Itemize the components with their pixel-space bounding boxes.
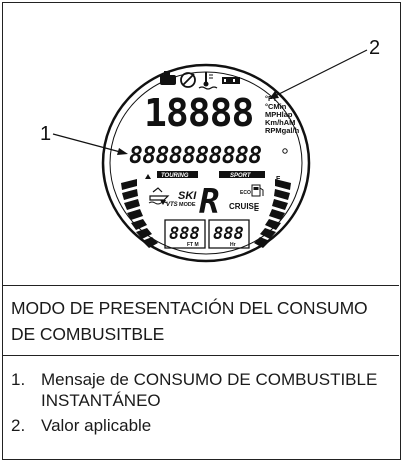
temperature-icon xyxy=(198,72,218,90)
fuel-empty-label: E xyxy=(254,206,259,213)
mode-touring: TOURING xyxy=(161,173,189,179)
callout-1-arrowhead xyxy=(117,148,128,155)
gauge-illustration: 18888 °FT °CMin MPHlap Km/hAM RPMgal/h 8… xyxy=(40,37,380,263)
unit-kmh: Km/hAM xyxy=(265,118,295,127)
main-digits: 18888 xyxy=(144,91,253,135)
vts-label: VTS xyxy=(166,202,178,208)
callout-1-leader xyxy=(52,133,125,154)
callout-2-arrowhead xyxy=(269,91,279,99)
left-bargraph xyxy=(121,179,158,248)
legend-list: 1. Mensaje de CONSUMO DE COMBUSTIBLE INS… xyxy=(3,363,399,440)
legend-text: Mensaje de CONSUMO DE COMBUSTIBLE INSTAN… xyxy=(41,370,378,410)
callout-2-number: 2 xyxy=(369,37,380,59)
mode-label: MODE xyxy=(179,202,196,208)
bottom-left-box xyxy=(164,219,206,249)
right-bargraph xyxy=(254,179,291,248)
degree-dot xyxy=(282,148,288,154)
gauge-figure: 18888 °FT °CMin MPHlap Km/hAM RPMgal/h 8… xyxy=(3,3,399,286)
up-arrow-icon xyxy=(145,174,151,179)
bottom-left-unit: FT M xyxy=(187,242,199,248)
eco-label: ECO xyxy=(240,190,251,196)
callout-1-number: 1 xyxy=(40,123,51,145)
fuel-pump-icon xyxy=(251,184,264,197)
gauge-bezel xyxy=(101,63,311,263)
sport-bar xyxy=(219,171,265,178)
legend-number: 2. xyxy=(11,416,26,435)
unit-mphlap: MPHlap xyxy=(265,110,293,119)
legend-text: Valor aplicable xyxy=(41,416,152,435)
ski-label: SKI xyxy=(178,190,197,202)
bottom-left-digits: 888 xyxy=(169,224,200,244)
legend-item: 2. Valor aplicable xyxy=(11,415,391,436)
callout-2-leader xyxy=(272,49,368,98)
legend-number: 1. xyxy=(11,370,26,389)
gear-char: R xyxy=(199,182,219,222)
no-key-icon xyxy=(180,72,196,88)
alpha-segments: 8888888888 xyxy=(129,143,261,169)
legend-item: 1. Mensaje de CONSUMO DE COMBUSTIBLE INS… xyxy=(11,369,391,411)
unit-cmin: °CMin xyxy=(265,102,287,111)
battery-icon xyxy=(222,77,240,84)
bottom-right-box xyxy=(208,219,250,249)
figure-caption: MODO DE PRESENTACIÓN DEL CONSUMO DE COMB… xyxy=(3,286,399,356)
unit-rpm: RPMgal/h xyxy=(265,126,300,135)
touring-bar xyxy=(157,171,198,178)
document-frame: 18888 °FT °CMin MPHlap Km/hAM RPMgal/h 8… xyxy=(2,2,401,460)
cruise-label: CRUISE xyxy=(229,202,260,211)
bottom-right-unit: Hr xyxy=(230,242,236,248)
bottom-right-digits: 888 xyxy=(213,224,244,244)
fuel-full-label: F xyxy=(276,176,281,183)
engine-icon xyxy=(160,71,176,85)
watercraft-icon xyxy=(148,187,170,205)
mode-sport: SPORT xyxy=(230,173,252,179)
